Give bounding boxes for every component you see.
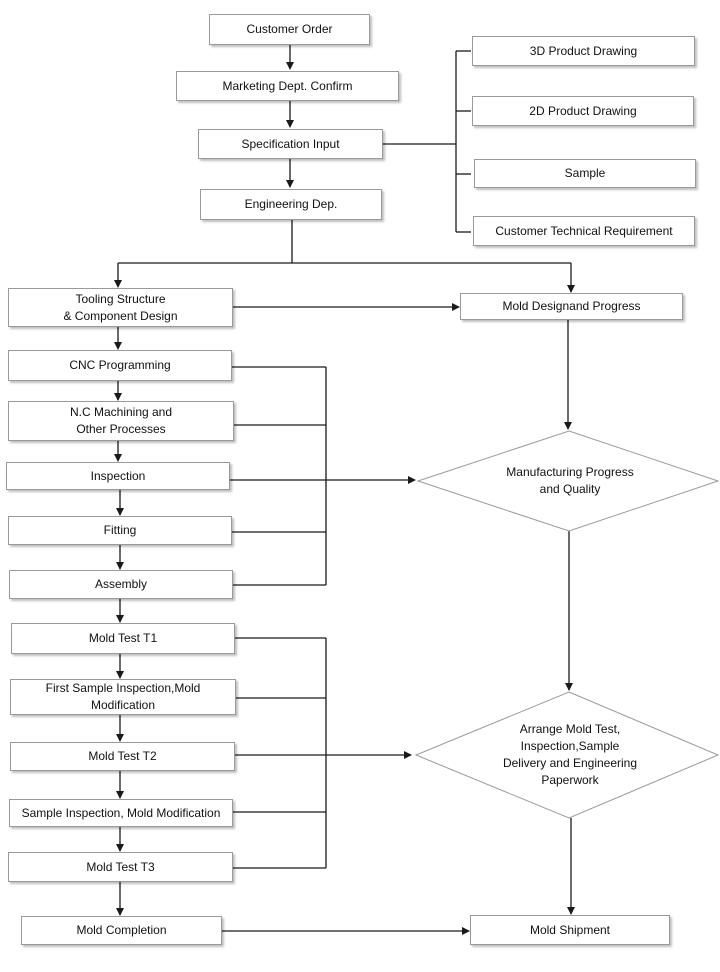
manufacturing-progress-label: Manufacturing Progress and Quality xyxy=(506,465,634,496)
mold-test-t3-box: Mold Test T3 xyxy=(8,852,233,882)
arrange-mold-test-label: Arrange Mold Test, Inspection,Sample Del… xyxy=(502,722,638,787)
cnc-programming-box: CNC Programming xyxy=(8,350,232,381)
arrange-mold-test-diamond xyxy=(414,691,720,819)
customer-order-box: Customer Order xyxy=(209,14,370,45)
sample-inspection-box: Sample Inspection, Mold Modification xyxy=(9,799,233,827)
tooling-structure-box: Tooling Structure & Component Design xyxy=(8,288,233,327)
assembly-box: Assembly xyxy=(9,570,233,599)
mold-test-t2-box: Mold Test T2 xyxy=(10,742,235,771)
engineering-dep-box: Engineering Dep. xyxy=(200,189,382,220)
2d-product-drawing-box: 2D Product Drawing xyxy=(472,96,694,126)
fitting-box: Fitting xyxy=(8,516,232,545)
first-sample-inspection-box: First Sample Inspection,Mold Modificatio… xyxy=(10,679,236,715)
mold-design-progress-box: Mold Designand Progress xyxy=(460,293,683,320)
inspection-box: Inspection xyxy=(6,462,230,490)
customer-technical-requirement-box: Customer Technical Requirement xyxy=(473,216,695,246)
3d-product-drawing-box: 3D Product Drawing xyxy=(472,36,695,66)
mold-test-t1-box: Mold Test T1 xyxy=(11,623,235,654)
specification-input-box: Specification Input xyxy=(198,129,383,159)
nc-machining-box: N.C Machining and Other Processes xyxy=(8,401,234,441)
mold-completion-box: Mold Completion xyxy=(21,916,222,945)
manufacturing-progress-diamond xyxy=(416,430,720,532)
mold-shipment-box: Mold Shipment xyxy=(470,915,670,945)
marketing-confirm-box: Marketing Dept. Confirm xyxy=(176,71,399,101)
sample-box: Sample xyxy=(474,159,696,188)
